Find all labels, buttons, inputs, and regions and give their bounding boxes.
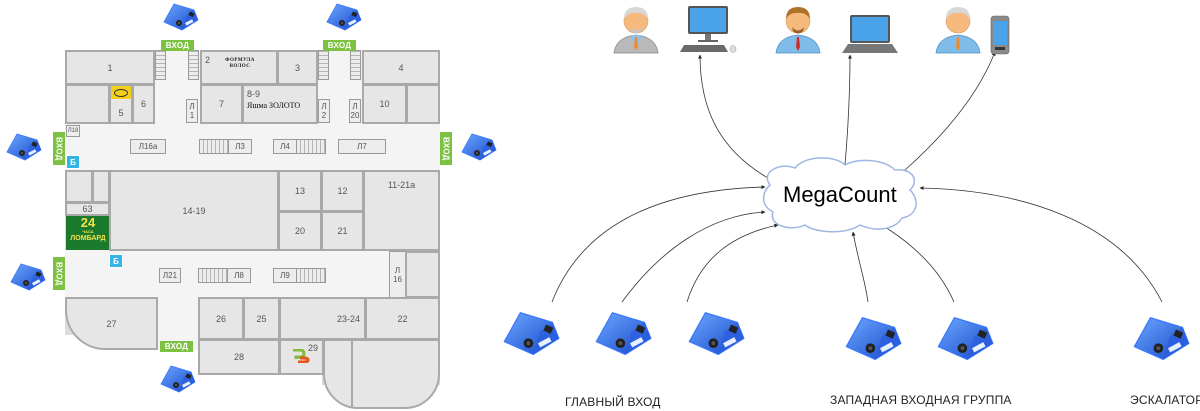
sensor-icon-main-entrance-2[interactable] xyxy=(590,305,654,359)
lift-l21[interactable]: Л21 xyxy=(159,268,181,283)
formula-volos-logo: ФОРМУЛА ВОЛОС xyxy=(225,58,255,69)
link-sensor-6 xyxy=(919,186,1163,303)
sensor-icon-main-entrance-3[interactable] xyxy=(683,305,747,359)
desktop-computer-icon xyxy=(680,6,737,53)
lift-l20[interactable]: Л 20 xyxy=(349,99,361,123)
link-hub-to-desktop xyxy=(698,54,769,179)
room-6[interactable]: 6 xyxy=(132,84,155,124)
lift-l7[interactable]: Л7 xyxy=(338,139,386,154)
shop-logo-yellow xyxy=(111,86,131,99)
room-divider xyxy=(351,340,353,408)
entrance-west-lower[interactable]: ВХОД xyxy=(53,257,65,290)
entrance-north-east[interactable]: ВХОД xyxy=(323,40,356,51)
sensor-icon-west-group-1[interactable] xyxy=(840,310,904,364)
link-sensor-1 xyxy=(551,185,766,303)
shop-logo-29 xyxy=(292,348,310,364)
escalator-l4[interactable] xyxy=(296,139,326,154)
megacount-cloud xyxy=(762,157,917,233)
megacount-hub-label: MegaCount xyxy=(783,182,897,207)
room-1[interactable]: 1 xyxy=(65,50,155,85)
entrance-west-upper[interactable]: ВХОД xyxy=(53,132,65,165)
group-label-west-entrance-group: ЗАПАДНАЯ ВХОДНАЯ ГРУППА xyxy=(830,393,1012,407)
link-sensor-3 xyxy=(686,223,779,303)
room-8-9-yashma[interactable]: 8-9 Яшма ЗОЛОТО xyxy=(242,84,318,124)
corridor-lower xyxy=(65,250,440,298)
manager-grey-suit-icon xyxy=(613,7,659,54)
lombard-24-logo: 24 ЧАСА ЛОМБАРД xyxy=(66,216,110,250)
room-l18[interactable]: Л18 xyxy=(66,125,80,137)
room-bottom-right-rounded[interactable] xyxy=(323,339,440,409)
room-right-a[interactable] xyxy=(406,84,440,124)
link-hub-to-laptop xyxy=(844,54,852,166)
room-21[interactable]: 21 xyxy=(321,211,364,251)
laptop-icon xyxy=(842,15,898,53)
sensor-icon-escalator[interactable] xyxy=(1128,310,1192,364)
link-sensor-4 xyxy=(851,231,869,303)
entrance-south[interactable]: ВХОД xyxy=(160,341,193,352)
group-label-escalator: ЭСКАЛАТОР xyxy=(1130,393,1200,407)
smartphone-icon xyxy=(990,15,1010,55)
room-7[interactable]: 7 xyxy=(200,84,243,124)
yashma-zoloto-logo: Яшма ЗОЛОТО xyxy=(247,101,301,110)
room-11-21a[interactable]: 11-21а xyxy=(363,170,440,251)
b-marker-upper: Б xyxy=(66,155,80,169)
client-1 xyxy=(610,3,740,55)
manager-orange-tie-icon xyxy=(935,7,981,54)
lift-l8[interactable]: Л8 xyxy=(227,268,251,283)
client-2 xyxy=(772,3,902,55)
room-26[interactable]: 26 xyxy=(198,297,244,340)
entrance-east[interactable]: ВХОД xyxy=(440,132,452,165)
mall-floor-plan: 1 5 6 2 ФОРМУЛА ВОЛОС 3 4 7 8-9 Яшма ЗОЛ… xyxy=(0,0,470,411)
building-cut-bottom-mid xyxy=(200,370,322,411)
room-28[interactable]: 28 xyxy=(198,339,280,375)
escalator-l9[interactable] xyxy=(296,268,326,283)
group-label-main-entrance: ГЛАВНЫЙ ВХОД xyxy=(565,395,661,409)
link-sensor-2 xyxy=(621,210,766,303)
lift-l3[interactable]: Л3 xyxy=(228,139,252,154)
lift-l16a[interactable]: Л16а xyxy=(130,139,166,154)
room-22[interactable]: 22 xyxy=(365,297,440,340)
sensor-icon-west-group-2[interactable] xyxy=(932,310,996,364)
link-hub-to-phone xyxy=(904,51,996,171)
b-marker-lower: Б xyxy=(109,254,123,268)
entrance-north-west[interactable]: ВХОД xyxy=(161,40,194,51)
room-2-formula-volos[interactable]: 2 xyxy=(200,50,278,85)
client-3 xyxy=(932,3,1032,55)
link-sensor-5 xyxy=(879,223,955,303)
manager-red-tie-icon xyxy=(775,7,821,54)
room-14-19[interactable]: 14-19 xyxy=(109,170,279,251)
lift-l2[interactable]: Л 2 xyxy=(318,99,330,123)
stairs-nw-1 xyxy=(155,50,166,80)
sensor-icon-main-entrance-1[interactable] xyxy=(498,305,562,359)
lift-l1[interactable]: Л 1 xyxy=(186,99,198,123)
